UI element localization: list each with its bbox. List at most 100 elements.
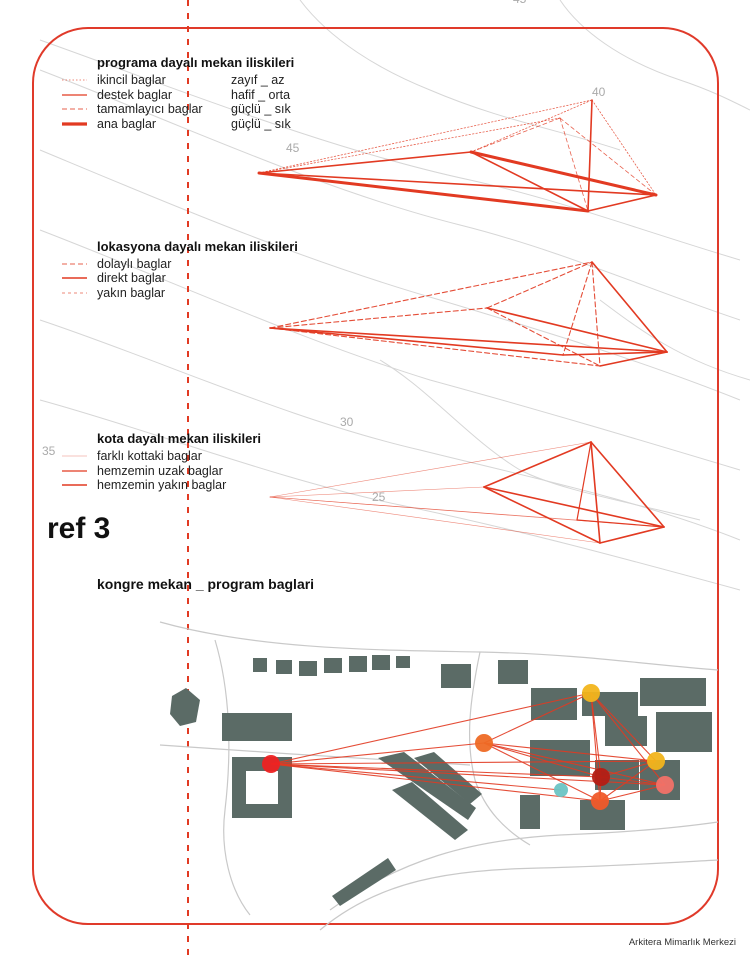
link-line [562,261,593,356]
link-line [483,441,592,488]
building-block [253,658,267,672]
site-plan [159,621,719,931]
link-line [587,99,593,212]
legend-item-note: zayıf _ az [231,73,285,87]
plan-link-line [600,776,666,786]
link-line [269,441,592,498]
building-block [232,757,246,817]
link-line [269,327,564,356]
plan-link-line [483,742,602,778]
road-line [159,621,719,671]
legend-title-elevation: kota dayalı mekan iliskileri [97,431,262,446]
plan-link-line [483,742,601,802]
link-line [576,441,592,521]
legend-item-label: ikincil baglar [97,73,166,87]
plan-link-line [483,742,666,786]
legend-item-note: güçlü _ sık [231,102,291,116]
contour-line [39,149,741,401]
link-line [470,99,593,153]
plan-node [592,768,610,786]
contour-line [599,299,750,381]
plan-link-line [590,692,657,762]
road-line [329,821,719,911]
plan-node [647,752,665,770]
plan-node [262,755,280,773]
building-block [170,688,200,726]
contour-label: 30 [340,415,354,429]
link-line [269,496,601,544]
link-line [590,441,665,528]
link-line [269,261,593,329]
building-block [372,655,390,670]
building-block [605,716,647,746]
link-line [483,486,601,544]
link-line [591,99,657,196]
link-line [591,261,601,367]
building-block [656,712,712,752]
plan-link-line [270,742,485,765]
link-line [587,194,657,212]
building-block [498,660,528,684]
legend-item-note: hafif _ orta [231,88,291,102]
building-block [332,858,396,906]
plan-link-line [270,763,562,791]
link-line [599,526,665,544]
building-block [530,740,590,776]
building-block [299,661,317,676]
link-line [483,486,665,528]
contour-label: 35 [42,444,56,458]
link-line [486,261,593,309]
building-block [278,757,292,817]
road-line [468,651,531,846]
legend-line-samples [62,79,87,486]
plan-node [582,684,600,702]
link-line [562,351,668,356]
contour-label: 40 [592,85,606,99]
link-line [470,151,589,212]
link-line [486,307,601,367]
legend-item-label: yakın baglar [97,286,166,300]
legend-item-label: tamamlayıcı baglar [97,102,203,116]
link-line [258,117,561,174]
legend-title-program: programa dayalı mekan iliskileri [97,55,295,70]
contour-line [39,69,741,321]
link-line [590,441,601,544]
building-block [414,752,482,804]
link-line [269,486,485,498]
link-line [269,327,601,367]
contour-line [39,229,741,471]
link-line [469,150,658,197]
legend-item-label: ana baglar [97,117,157,131]
legend-item-label: dolaylı baglar [97,257,172,271]
link-line [258,99,593,174]
plan-link-line [600,760,657,778]
legend-item-label: destek baglar [97,88,173,102]
plan-link-line [270,760,657,765]
plan-node [475,734,493,752]
legend-item-label: hemzemin yakın baglar [97,478,227,492]
contour-line [299,0,621,151]
contour-label: 45 [286,141,300,155]
contour-line [39,399,741,591]
link-line [258,172,657,196]
legend-item-note: güçlü _ sık [231,117,291,131]
contour-line [559,0,750,111]
section-title: kongre mekan _ program baglari [97,576,315,592]
legend-item-label: hemzemin uzak baglar [97,464,223,478]
ref-label: ref 3 [47,512,111,545]
link-line [269,307,488,329]
building-block [276,660,292,674]
legend-title-location: lokasyona dayalı mekan iliskileri [97,239,298,254]
contour-line [39,39,741,261]
building-block [349,656,367,672]
plan-link-line [270,763,602,778]
plan-link-line [590,692,666,786]
link-line [576,519,665,528]
rounded-frame [32,27,719,925]
plan-link-line [270,763,601,802]
credit-text: Arkitera Mimarlık Merkezi [622,934,742,951]
building-block [396,656,410,668]
link-line [599,351,668,367]
